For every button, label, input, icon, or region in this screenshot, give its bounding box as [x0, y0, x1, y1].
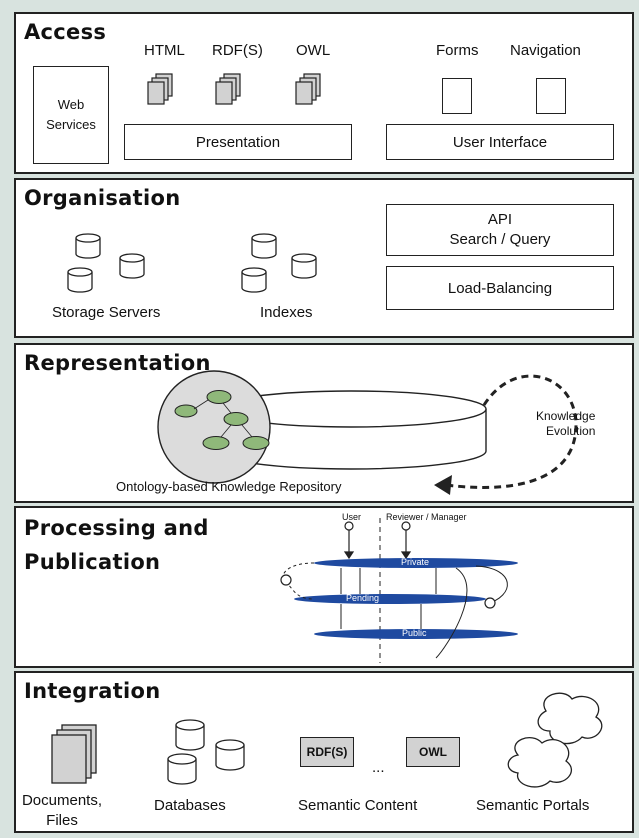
private-band-icon	[314, 558, 518, 568]
repository-label: Ontology-based Knowledge Repository	[116, 479, 342, 494]
web-services-label: Web Services	[46, 97, 96, 132]
navigation-page-icon	[536, 78, 566, 114]
processing-title-line2: Publication	[24, 550, 161, 574]
presentation-label: Presentation	[195, 133, 281, 151]
user-label: User	[342, 512, 362, 522]
representation-layer: Representation Ont	[14, 343, 634, 503]
access-layer: Access HTML RDF(S) OWL Forms Navigation …	[14, 12, 634, 174]
integration-layer: Integration RDF(S) ... OWL Documents, Fi…	[14, 671, 634, 833]
processing-title-line1: Processing and	[24, 516, 209, 540]
databases-icon	[167, 719, 245, 785]
knowledge-repository-graphic	[157, 370, 578, 495]
forms-page-icon	[442, 78, 472, 114]
documents-line2: Files	[46, 812, 78, 829]
navigation-label: Navigation	[510, 42, 581, 59]
user-actor-icon	[343, 521, 355, 560]
semantic-content-label: Semantic Content	[298, 797, 418, 814]
rdfs-document-icon	[215, 73, 241, 105]
reviewer-workflow-node-icon	[484, 597, 496, 609]
search-query-label: Search / Query	[449, 231, 551, 248]
format-rdfs-label: RDF(S)	[212, 42, 263, 59]
state-transition-arrows	[282, 562, 508, 659]
format-documents-icons	[147, 73, 321, 105]
integration-sources-graphic	[51, 692, 603, 788]
evolution-line1: Knowledge	[536, 409, 596, 423]
format-html-label: HTML	[144, 42, 185, 59]
knowledge-evolution-arrow	[445, 374, 578, 489]
rdfs-source-label: RDF(S)	[306, 745, 348, 759]
private-state-label: Private	[401, 557, 430, 567]
api-search-box: API Search / Query	[386, 204, 614, 256]
user-interface-label: User Interface	[452, 133, 548, 151]
semantic-portals-icon	[507, 692, 603, 788]
owl-source-label: OWL	[419, 745, 447, 759]
user-workflow-node-icon	[280, 574, 292, 586]
integration-title: Integration	[24, 679, 161, 703]
owl-source-box: OWL	[406, 737, 460, 767]
documents-files-icon	[51, 724, 97, 784]
owl-document-icon	[295, 73, 321, 105]
storage-servers-label: Storage Servers	[52, 304, 161, 321]
server-cylinders	[67, 233, 317, 293]
html-document-icon	[147, 73, 173, 105]
api-label: API	[487, 211, 513, 228]
user-interface-box: User Interface	[386, 124, 614, 160]
reviewer-actor-icon	[400, 521, 412, 560]
ellipsis-label: ...	[372, 759, 385, 776]
representation-title: Representation	[24, 351, 211, 375]
documents-label: Documents, Files	[20, 791, 104, 831]
semantic-portals-label: Semantic Portals	[476, 797, 590, 814]
organisation-layer: Organisation Storage Servers Indexes API…	[14, 178, 634, 338]
rdfs-source-box: RDF(S)	[300, 737, 354, 767]
public-state-label: Public	[402, 628, 427, 638]
organisation-title: Organisation	[24, 186, 181, 210]
indexes-label: Indexes	[260, 304, 313, 321]
databases-label: Databases	[154, 797, 226, 814]
processing-layer: Processing and Publication	[14, 506, 634, 668]
load-balancing-box: Load-Balancing	[386, 266, 614, 310]
forms-label: Forms	[436, 42, 479, 59]
format-owl-label: OWL	[296, 42, 331, 59]
pending-state-label: Pending	[346, 593, 380, 603]
load-balancing-label: Load-Balancing	[447, 279, 553, 297]
pending-band-icon	[294, 594, 486, 604]
workflow-graphic	[280, 518, 518, 663]
evolution-arrowhead-icon	[434, 475, 452, 495]
presentation-box: Presentation	[124, 124, 352, 160]
storage-servers-icon	[67, 233, 145, 293]
web-services-box: Web Services	[33, 66, 109, 164]
evolution-line2: Evolution	[546, 424, 596, 438]
knowledge-evolution-label: Knowledge Evolution	[536, 409, 595, 439]
access-title: Access	[24, 20, 107, 44]
reviewer-label: Reviewer / Manager	[386, 512, 467, 522]
documents-line1: Documents,	[21, 792, 103, 809]
ontology-circle-icon	[157, 370, 271, 484]
indexes-icon	[241, 233, 317, 293]
public-band-icon	[314, 629, 518, 639]
